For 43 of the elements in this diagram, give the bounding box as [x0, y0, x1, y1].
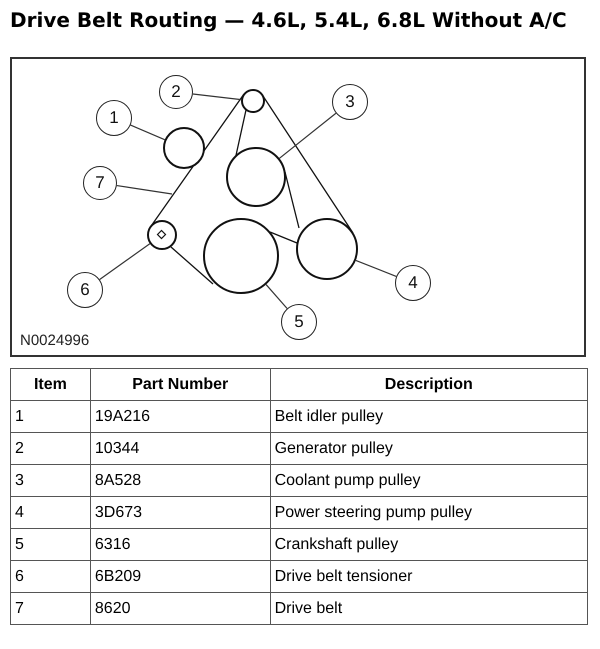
part-number: 3D673 [90, 496, 270, 528]
item-number: 2 [10, 432, 90, 464]
callout-number: 6 [67, 272, 103, 308]
part-number: 10344 [90, 432, 270, 464]
leader-line [356, 260, 396, 277]
item-number: 4 [10, 496, 90, 528]
item-number: 5 [10, 528, 90, 560]
part-description: Belt idler pulley [270, 400, 588, 432]
column-header: Description [270, 368, 588, 400]
part-number: 8620 [90, 592, 270, 624]
idler-pulley [163, 127, 205, 169]
item-number: 6 [10, 560, 90, 592]
callout-number: 1 [96, 100, 132, 136]
item-number: 3 [10, 464, 90, 496]
part-number: 6316 [90, 528, 270, 560]
part-description: Drive belt tensioner [270, 560, 588, 592]
column-header: Part Number [90, 368, 270, 400]
callout-number: 2 [159, 75, 193, 109]
callout-number: 7 [83, 166, 117, 200]
part-description: Power steering pump pulley [270, 496, 588, 528]
leader-line [99, 243, 150, 280]
callout-number: 5 [281, 304, 317, 340]
part-description: Generator pulley [270, 432, 588, 464]
item-number: 1 [10, 400, 90, 432]
callout-number: 4 [395, 265, 431, 301]
column-header: Item [10, 368, 90, 400]
diagram-title: Drive Belt Routing — 4.6L, 5.4L, 6.8L Without A/C [10, 8, 567, 32]
leader-line [266, 284, 288, 309]
leader-line [116, 184, 172, 195]
part-description: Crankshaft pulley [270, 528, 588, 560]
item-number: 7 [10, 592, 90, 624]
part-number: 6B209 [90, 560, 270, 592]
part-number: 8A528 [90, 464, 270, 496]
leader-line [279, 112, 336, 159]
leader-line [192, 93, 242, 100]
drawing-number: N0024996 [20, 332, 90, 349]
generator-pulley [241, 89, 265, 113]
part-description: Coolant pump pulley [270, 464, 588, 496]
tensioner-pulley [147, 220, 177, 250]
part-description: Drive belt [270, 592, 588, 624]
leader-line [130, 124, 165, 140]
callout-number: 3 [332, 84, 368, 120]
part-number: 19A216 [90, 400, 270, 432]
